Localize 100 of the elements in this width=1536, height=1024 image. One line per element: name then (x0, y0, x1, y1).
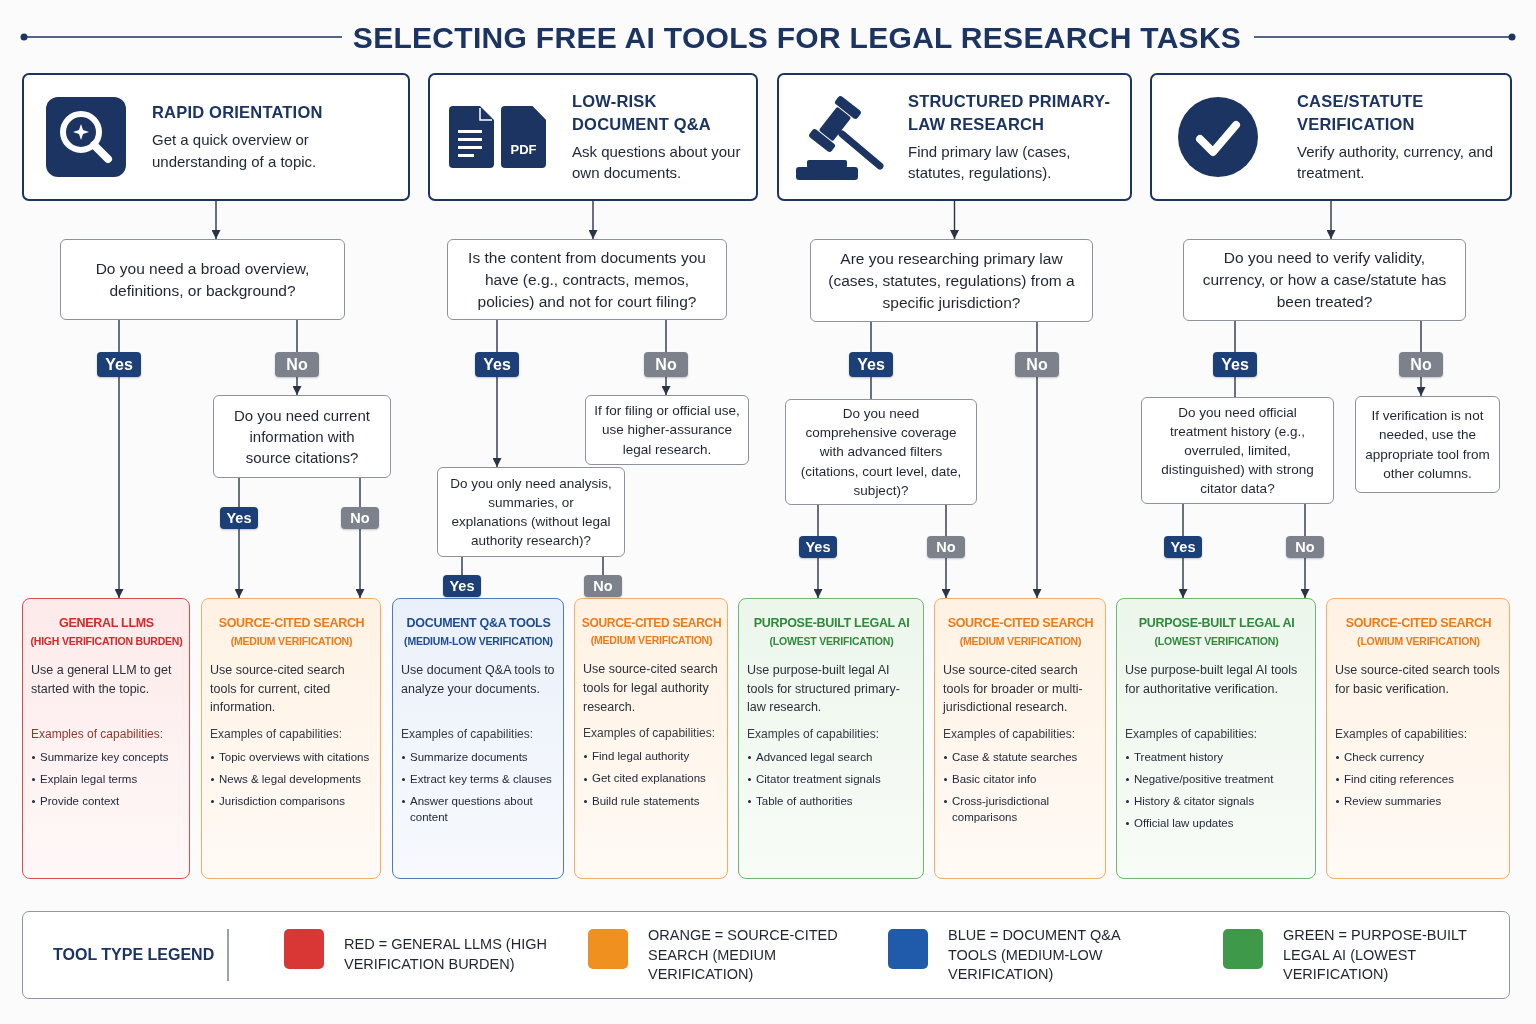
tool-card (22, 598, 190, 879)
bullet-item: Build rule statements (583, 792, 700, 809)
category-card (428, 73, 758, 201)
card-description: Use source-cited search tools for basic verification. (1335, 661, 1501, 698)
connector-line (1234, 376, 1236, 398)
answer-badge: No (584, 575, 622, 597)
question-text: Do you need comprehensive coverage with advanced filters (citations, court level, date, subject)? (799, 405, 963, 500)
card-description: Use document Q&A tools to analyze your documents. (401, 661, 556, 698)
card-title: SOURCE-CITED SEARCH (581, 616, 722, 631)
bullet-item: Get cited explanations (583, 770, 706, 787)
category-card (777, 73, 1132, 201)
question-box (810, 239, 1093, 322)
bullet-item: Advanced legal search (747, 748, 873, 766)
connector-line (602, 556, 604, 576)
answer-badge: Yes (799, 536, 837, 558)
connector-line (870, 376, 872, 400)
connector-line (665, 319, 667, 353)
card-subtitle: (MEDIUM VERIFICATION) (590, 634, 713, 648)
bullet-item: Table of authorities (747, 793, 853, 810)
bullet-item: Jurisdiction comparisons (210, 793, 345, 810)
connector-line (296, 319, 298, 353)
flow-arrow (588, 200, 598, 240)
legend-label: GREEN = PURPOSE-BUILT LEGAL AI (LOWEST VERIFICATION) (1283, 925, 1468, 984)
bullet-item: Citator treatment signals (747, 771, 881, 788)
card-description: Use a general LLM to get started with the topic. (31, 661, 173, 698)
category-heading: LOW-RISK DOCUMENT Q&A (572, 91, 712, 135)
flow-arrow (492, 376, 502, 468)
card-description: Use purpose-built legal AI tools for structured primary-law research. (747, 661, 901, 717)
answer-badge: Yes (475, 352, 519, 377)
question-text: Is the content from documents you have (e.g., contracts, memos, policies) and not for court filing? (467, 247, 707, 312)
answer-badge: No (1286, 536, 1324, 558)
answer-badge: Yes (220, 507, 258, 529)
bullet-item: Review summaries (1335, 793, 1442, 810)
connector-line (1304, 503, 1306, 537)
examples-heading: Examples of capabilities: (583, 725, 716, 742)
flow-arrow (1416, 376, 1426, 397)
answer-badge: Yes (97, 352, 141, 377)
card-title: GENERAL LLMS (59, 616, 154, 632)
bullet-item: Find legal authority (583, 748, 690, 765)
question-box (1183, 239, 1466, 321)
examples-heading: Examples of capabilities: (1125, 725, 1258, 742)
category-heading: RAPID ORIENTATION (152, 102, 323, 124)
bullet-item: Check currency (1335, 748, 1424, 766)
answer-badge: Yes (1164, 536, 1202, 558)
card-subtitle: (LOWIUM VERIFICATION) (1357, 634, 1480, 648)
card-subtitle: (MEDIUM VERIFICATION) (959, 634, 1082, 648)
diagram-title: SELECTING FREE AI TOOLS FOR LEGAL RESEARCH TASKS (352, 21, 1242, 54)
bullet-item: Explain legal terms (31, 771, 138, 788)
category-description: Get a quick overview or understanding of a topic. (152, 130, 318, 172)
legend-title: TOOL TYPE LEGEND (53, 946, 215, 964)
question-text: Are you researching primary law (cases, statutes, regulations) from a specific jurisdiction? (827, 248, 1076, 313)
question-box (1141, 397, 1334, 504)
tool-card (574, 598, 728, 879)
category-card (22, 73, 410, 201)
flow-arrow (661, 376, 671, 396)
tool-card (1116, 598, 1316, 879)
bullet-item: Cross-jurisdictional comparisons (943, 793, 1098, 826)
answer-badge: Yes (443, 575, 481, 597)
flow-arrow (1326, 200, 1336, 240)
question-text: Do you need official treatment history (e.g., overruled, limited, distinguished) with strong citator data? (1160, 403, 1315, 499)
card-title: PURPOSE-BUILT LEGAL AI (753, 616, 910, 632)
bullet-item: Official law updates (1125, 815, 1234, 832)
question-box (447, 239, 727, 320)
connector-line (945, 504, 947, 537)
examples-heading: Examples of capabilities: (1335, 725, 1468, 742)
bullet-item: History & citator signals (1125, 793, 1255, 810)
card-title: DOCUMENT Q&A TOOLS (406, 616, 551, 632)
question-text: Do you only need analysis, summaries, or explanations (without legal authority research)? (450, 474, 612, 551)
card-subtitle: (MEDIUM-LOW VERIFICATION) (404, 634, 553, 648)
tool-card (392, 598, 564, 879)
bullet-item: Answer questions about content (401, 793, 556, 826)
flow-arrow (1300, 557, 1310, 599)
bullet-item: Negative/positive treatment (1125, 771, 1274, 788)
question-text: Do you need a broad overview, definitions, or background? (94, 258, 311, 301)
flow-arrow (813, 557, 823, 599)
card-subtitle: (HIGH VERIFICATION BURDEN) (30, 634, 183, 648)
card-description: Use source-cited search tools for broader or multi-jurisdictional research. (943, 661, 1084, 717)
bullet-item: Provide context (31, 793, 120, 810)
question-box (437, 467, 625, 557)
answer-badge: No (341, 507, 379, 529)
connector-line (1420, 320, 1422, 353)
legend-label: BLUE = DOCUMENT Q&A TOOLS (MEDIUM-LOW VERIFICATION) (948, 925, 1122, 984)
card-title: PURPOSE-BUILT LEGAL AI (1138, 616, 1295, 632)
flow-arrow (234, 528, 244, 599)
connector-line (870, 321, 872, 353)
tool-card (201, 598, 381, 879)
examples-heading: Examples of capabilities: (31, 725, 164, 742)
category-heading: CASE/STATUTE VERIFICATION (1297, 91, 1425, 135)
bullet-item: Summarize documents (401, 748, 528, 766)
flow-arrow (1178, 557, 1188, 599)
bullet-item: Find citing references (1335, 771, 1454, 788)
answer-badge: No (644, 352, 688, 377)
note-box (585, 395, 749, 465)
category-description: Verify authority, currency, and treatment. (1297, 141, 1495, 184)
answer-badge: No (927, 536, 965, 558)
note-text: If verification is not needed, use the appropriate tool from other columns. (1364, 407, 1491, 483)
file-type-label: PDF (510, 143, 537, 156)
connector-line (359, 477, 361, 508)
examples-heading: Examples of capabilities: (210, 725, 343, 742)
connector-line (496, 319, 498, 353)
